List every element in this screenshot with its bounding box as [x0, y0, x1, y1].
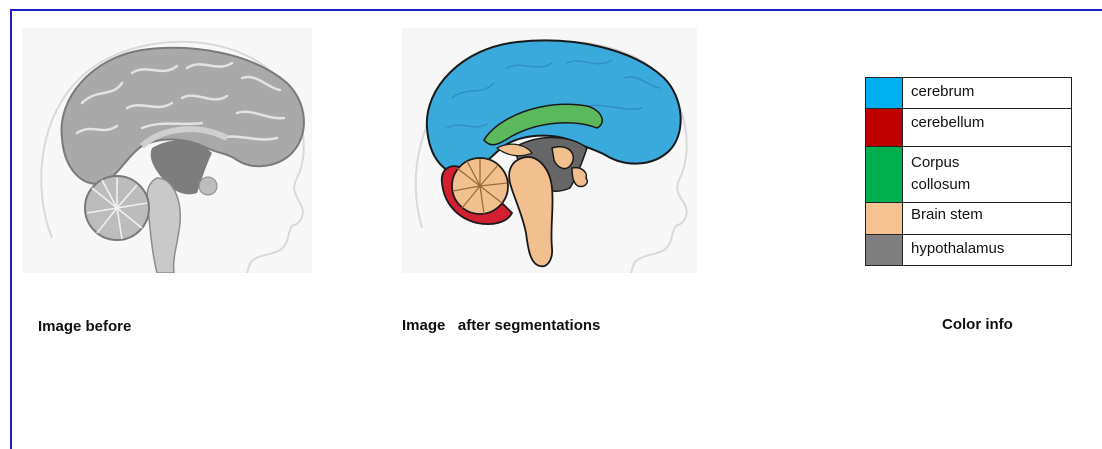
legend-row-hypothalamus: hypothalamus: [866, 235, 1072, 266]
brain-image-after: [402, 28, 697, 273]
legend-label-brain-stem: Brain stem: [903, 203, 1072, 235]
brain-image-before: [22, 28, 312, 273]
caption-image-before: Image before: [38, 318, 131, 335]
color-legend: cerebrum cerebellum Corpus collosum Brai…: [865, 77, 1072, 266]
legend-row-corpus-collosum: Corpus collosum: [866, 147, 1072, 203]
legend-swatch-cerebellum: [866, 109, 903, 147]
legend-swatch-corpus-collosum: [866, 147, 903, 203]
legend-row-brain-stem: Brain stem: [866, 203, 1072, 235]
caption-color-info: Color info: [942, 316, 1013, 333]
gray-cerebellum: [85, 176, 149, 240]
legend-row-cerebellum: cerebellum: [866, 109, 1072, 147]
legend-label-corpus-collosum: Corpus collosum: [903, 147, 1072, 203]
legend-swatch-cerebrum: [866, 78, 903, 109]
legend-swatch-brain-stem: [866, 203, 903, 235]
legend-row-cerebrum: cerebrum: [866, 78, 1072, 109]
legend-label-cerebrum: cerebrum: [903, 78, 1072, 109]
legend-label-cerebellum: cerebellum: [903, 109, 1072, 147]
legend-swatch-hypothalamus: [866, 235, 903, 266]
legend-clip: [864, 268, 1076, 272]
caption-image-after: Image after segmentations: [402, 317, 600, 333]
segmented-cerebellum-lobes: [452, 158, 508, 214]
legend-label-hypothalamus: hypothalamus: [903, 235, 1072, 266]
